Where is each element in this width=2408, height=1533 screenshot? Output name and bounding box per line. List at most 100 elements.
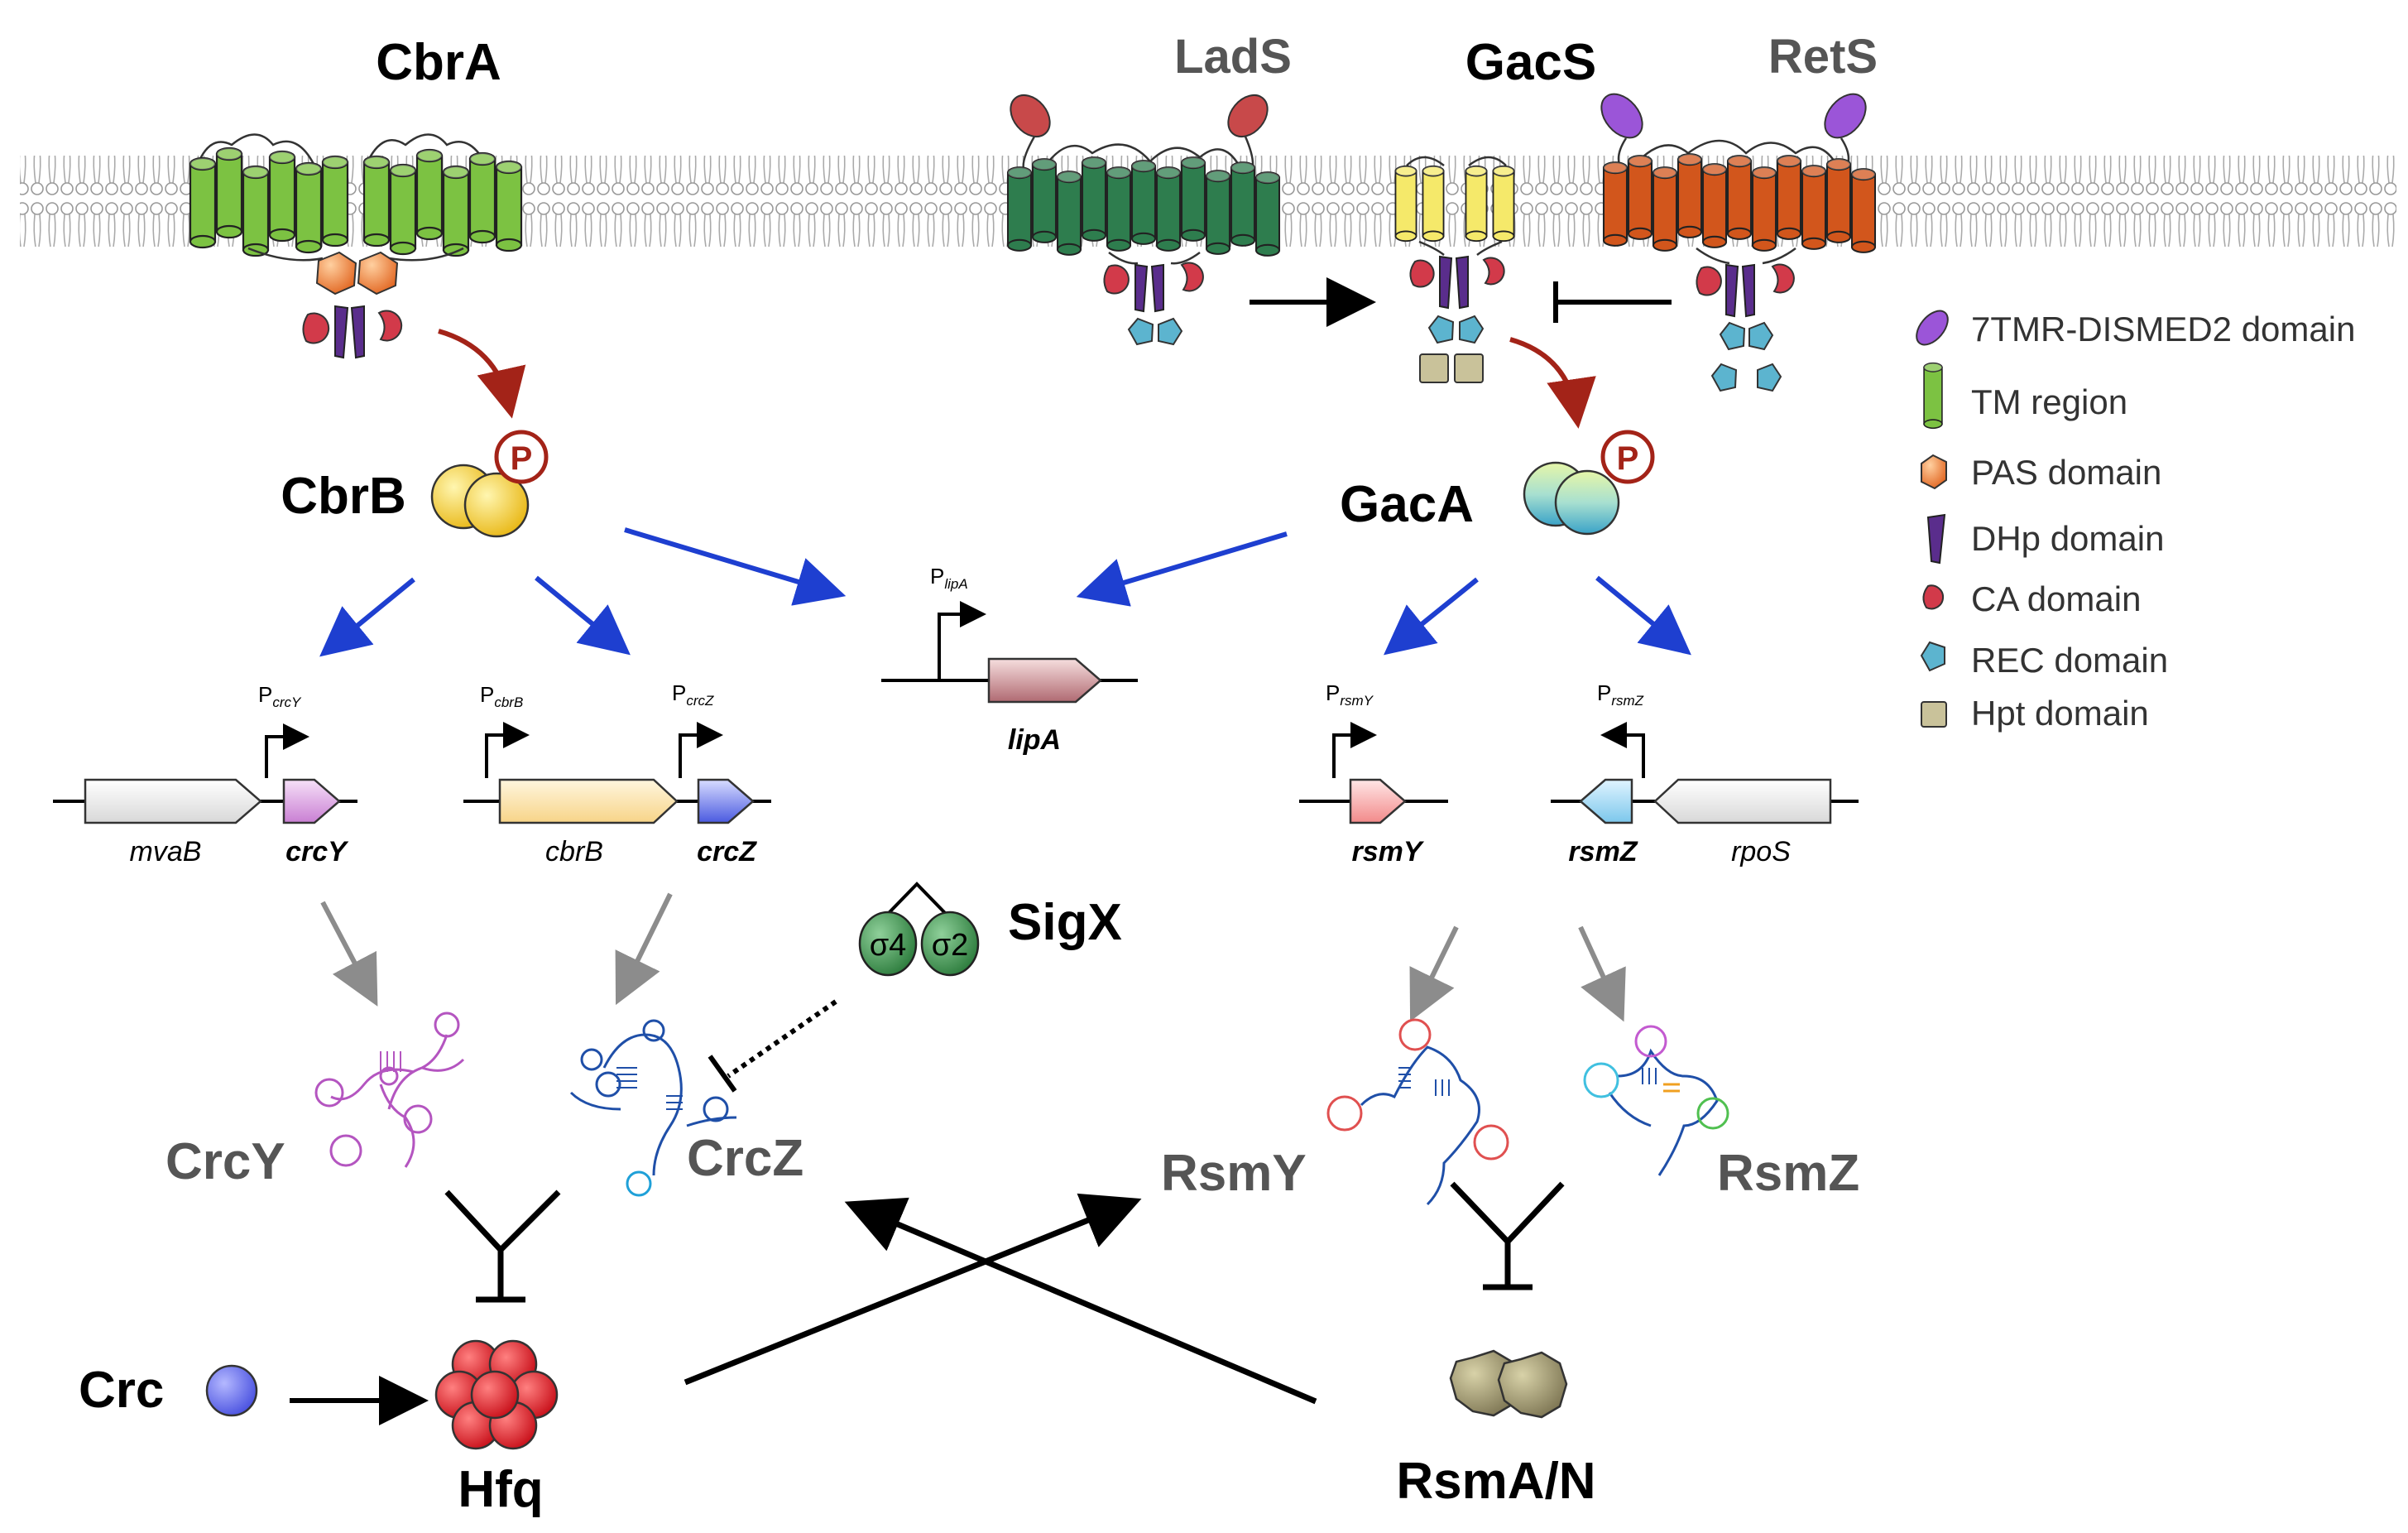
sigma4-label: σ4 <box>870 928 907 963</box>
cbrb-phosphate-icon <box>494 430 549 484</box>
crcy-srna-label: CrcY <box>165 1133 285 1190</box>
rsmz-gene <box>1579 778 1633 824</box>
rsmy-gene-label: rsmY <box>1351 836 1424 867</box>
legend-label-dhp: DHp domain <box>1971 519 2164 558</box>
legend-label-hpt: Hpt domain <box>1971 694 2149 733</box>
crcz-transcription-arrow <box>615 892 673 1006</box>
cbrb-to-crcy-arrow <box>319 577 415 657</box>
cbrb-crcz-locus <box>463 722 771 824</box>
rets-inhibits-gacs <box>1553 281 1672 323</box>
mvab-gene <box>84 778 262 824</box>
srna-sequestration-hfq <box>444 1189 561 1303</box>
crcz-promoter <box>679 722 723 778</box>
srna-sequestration-rsma <box>1450 1181 1565 1290</box>
rets-receptor <box>1600 93 1877 392</box>
gaca-protein: P <box>1523 430 1655 536</box>
sigx-inhibits-crcz <box>708 999 837 1093</box>
rec-pentagon-icon <box>1920 641 1945 672</box>
hpt-square-icon <box>1921 701 1947 728</box>
legend-item-hpt: Hpt domain <box>1921 694 2149 733</box>
lipa-gene-label: lipA <box>1008 724 1061 756</box>
tm-cylinder-icon <box>1923 362 1943 430</box>
legend-item-pas: PAS domain <box>1921 453 2161 492</box>
lads-label: LadS <box>1174 30 1292 84</box>
crc-label: Crc <box>79 1362 164 1419</box>
rsmy-srna-structure <box>1326 1018 1509 1206</box>
7tmr-ellipse-icon <box>1916 310 1949 346</box>
crcy-transcription-arrow <box>320 901 378 1007</box>
crcz-srna-label: CrcZ <box>687 1130 803 1187</box>
rsmz-gene-label: rsmZ <box>1568 836 1638 867</box>
cbrb-to-crcz-arrow <box>535 575 631 656</box>
sigma2-label: σ2 <box>932 928 969 963</box>
gaca-to-lipa-arrow <box>1076 531 1288 607</box>
legend-item-tm: TM region <box>1923 362 2127 430</box>
gaca-label: GacA <box>1340 476 1474 533</box>
rsman-dimer <box>1449 1349 1568 1419</box>
cbrb-protein: P <box>430 430 549 538</box>
sigx-label: SigX <box>1008 894 1122 951</box>
rsmy-gene <box>1349 778 1407 824</box>
rsmz-promoter <box>1600 722 1645 778</box>
rsmy-locus <box>1299 722 1448 824</box>
rets-label: RetS <box>1768 30 1878 84</box>
legend-label-ca: CA domain <box>1971 579 2141 618</box>
rsmy-promoter-label: PrsmY <box>1326 680 1374 709</box>
gaca-to-rsmz-arrow <box>1595 575 1691 656</box>
crcz-gene <box>697 778 755 824</box>
cbrb-promoter-label: PcbrB <box>480 682 523 710</box>
rsma-to-crcz-arrow <box>844 1197 1317 1405</box>
cbrb-gene <box>498 778 679 824</box>
crcz-promoter-label: PcrcZ <box>672 680 714 709</box>
cbra-label: CbrA <box>376 34 501 91</box>
crcy-gene-label: crcY <box>285 836 349 867</box>
rsman-label: RsmA/N <box>1396 1453 1595 1510</box>
cbrb-gene-label: cbrB <box>545 836 603 867</box>
svg-text:P: P <box>1617 440 1639 477</box>
legend-item-ca: CA domain <box>1922 579 2141 618</box>
cbrb-promoter <box>485 722 530 778</box>
mvab-gene-label: mvaB <box>130 836 202 867</box>
gaca-to-rsmy-arrow <box>1383 577 1479 656</box>
lads-receptor <box>1006 94 1281 346</box>
rsmz-transcription-arrow <box>1578 925 1626 1022</box>
hfq-to-rsmy-arrow <box>684 1193 1142 1386</box>
lipa-promoter-label: PlipA <box>930 564 968 592</box>
crcz-srna-structure <box>569 1019 737 1197</box>
hfq-label: Hfq <box>458 1461 543 1518</box>
lipa-promoter <box>938 601 986 679</box>
cbra-to-cbrb-phospho-arrow <box>438 329 526 419</box>
svg-text:P: P <box>511 440 533 477</box>
mvab-crcy-locus <box>53 723 357 824</box>
activation-arrows <box>319 527 1691 657</box>
legend-item-7tmr: 7TMR-DISMED2 domain <box>1916 310 2355 348</box>
rsmy-transcription-arrow <box>1409 925 1459 1022</box>
crcy-promoter <box>265 723 309 778</box>
crcz-gene-label: crcZ <box>697 836 757 867</box>
cbrb-label: CbrB <box>281 468 406 525</box>
gacs-receptor <box>1394 156 1515 383</box>
rpos-gene-label: rpoS <box>1731 836 1791 867</box>
sigx-protein: σ4 σ2 <box>858 882 980 977</box>
ca-drop-icon <box>1922 584 1945 610</box>
legend-label-rec: REC domain <box>1971 641 2168 680</box>
crcy-gene <box>282 778 341 824</box>
legend-item-dhp: DHp domain <box>1926 513 2164 565</box>
rsmy-promoter <box>1332 722 1377 778</box>
transcription-arrows <box>320 892 1626 1022</box>
legend-label-tm: TM region <box>1971 382 2127 421</box>
legend-label-7tmr: 7TMR-DISMED2 domain <box>1971 310 2355 348</box>
dhp-bar-icon <box>1926 513 1946 565</box>
lipa-locus <box>881 601 1138 704</box>
rsmz-srna-structure <box>1583 1025 1729 1176</box>
domain-legend: 7TMR-DISMED2 domain TM region PAS domain… <box>1916 310 2355 733</box>
rsmz-promoter-label: PrsmZ <box>1597 680 1644 709</box>
pas-hexagon-icon <box>1921 454 1947 490</box>
gacs-label: GacS <box>1465 34 1597 91</box>
gacs-to-gaca-phospho-arrow <box>1509 337 1596 429</box>
crcy-srna-structure <box>314 1012 465 1168</box>
cbrb-to-lipa-arrow <box>624 527 847 606</box>
hfq-hexamer <box>434 1339 559 1450</box>
gaca-phosphate-icon <box>1600 430 1655 484</box>
